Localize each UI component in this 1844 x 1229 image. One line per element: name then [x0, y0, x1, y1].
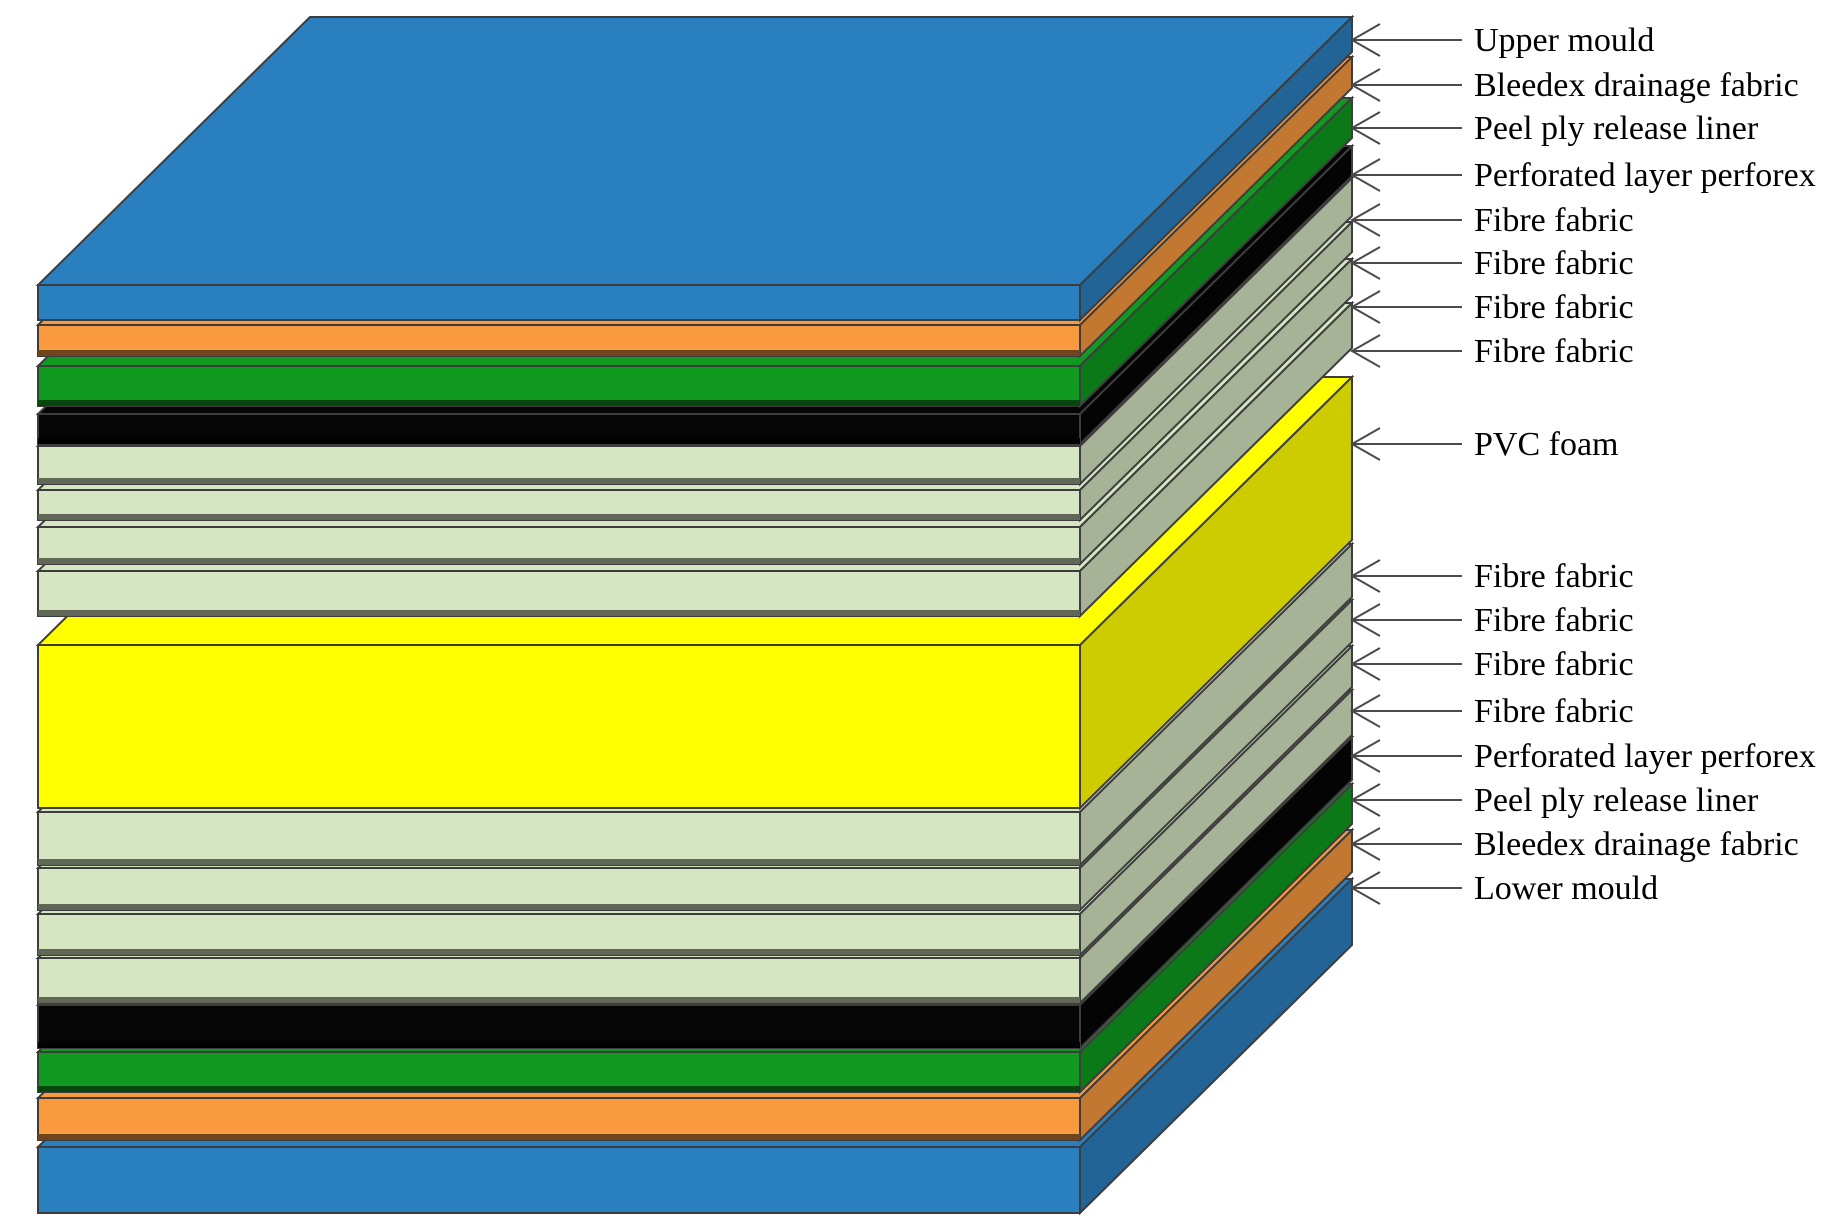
layer-fibre-top-4-edge — [38, 610, 1080, 616]
layer-label: Lower mould — [1474, 870, 1658, 907]
layer-fibre-top-1-front-face — [37, 445, 1081, 485]
layer-fibre-top-1-edge — [38, 478, 1080, 484]
layer-peel-ply-bottom-front-face — [37, 1051, 1081, 1093]
arrowhead-icon — [1349, 158, 1381, 192]
arrowhead-icon — [1349, 334, 1381, 368]
arrowhead-icon — [1349, 871, 1381, 905]
layer-peel-ply-top-edge — [38, 400, 1080, 406]
layer-fibre-bottom-3-front-face — [37, 913, 1081, 956]
layer-label: Peel ply release liner — [1474, 782, 1759, 819]
callout-lower-mould: Lower mould — [1349, 870, 1658, 907]
callout-fibre-top-4: Fibre fabric — [1349, 333, 1634, 370]
arrowhead-icon — [1349, 739, 1381, 773]
layer-lower-mould-front-face — [37, 1146, 1081, 1214]
arrowhead-icon — [1349, 203, 1381, 237]
layer-fibre-bottom-4-edge — [38, 997, 1080, 1003]
callout-upper-mould: Upper mould — [1349, 22, 1654, 59]
layer-bleedex-bottom-edge — [38, 1134, 1080, 1140]
callout-bleedex-top: Bleedex drainage fabric — [1349, 67, 1799, 104]
layer-fibre-bottom-1-edge — [38, 859, 1080, 865]
layer-fibre-bottom-3-edge — [38, 949, 1080, 955]
layer-perforated-top-edge — [38, 438, 1080, 444]
callout-fibre-top-2: Fibre fabric — [1349, 245, 1634, 282]
layer-label: Fibre fabric — [1474, 289, 1634, 326]
layer-label: Fibre fabric — [1474, 202, 1634, 239]
callout-peel-ply-top: Peel ply release liner — [1349, 110, 1759, 147]
arrowhead-icon — [1349, 246, 1381, 280]
callout-bleedex-bottom: Bleedex drainage fabric — [1349, 826, 1799, 863]
callout-fibre-bottom-3: Fibre fabric — [1349, 646, 1634, 683]
layer-pvc-foam-front-face — [37, 644, 1081, 809]
layer-label: Fibre fabric — [1474, 646, 1634, 683]
layer-fibre-top-2-edge — [38, 514, 1080, 520]
layer-fibre-top-4-front-face — [37, 570, 1081, 617]
callout-fibre-bottom-4: Fibre fabric — [1349, 693, 1634, 730]
layer-bleedex-top-edge — [38, 350, 1080, 356]
layer-peel-ply-top-front-face — [37, 365, 1081, 407]
callout-pvc-foam: PVC foam — [1349, 426, 1619, 463]
arrowhead-icon — [1349, 827, 1381, 861]
layer-fibre-top-3-front-face — [37, 526, 1081, 565]
layer-label: Fibre fabric — [1474, 693, 1634, 730]
callout-peel-ply-bottom: Peel ply release liner — [1349, 782, 1759, 819]
layer-stack — [35, 14, 1355, 1216]
layer-upper-mould-front-face — [37, 284, 1081, 321]
callout-fibre-bottom-1: Fibre fabric — [1349, 558, 1634, 595]
arrowhead-icon — [1349, 603, 1381, 637]
layer-fibre-bottom-2-edge — [38, 904, 1080, 910]
callout-fibre-top-1: Fibre fabric — [1349, 202, 1634, 239]
layer-label: Perforated layer perforex — [1474, 738, 1816, 775]
layer-label: PVC foam — [1474, 426, 1619, 463]
layer-label: Upper mould — [1474, 22, 1654, 59]
callout-fibre-bottom-2: Fibre fabric — [1349, 602, 1634, 639]
arrowhead-icon — [1349, 111, 1381, 145]
callout-perforated-bottom: Perforated layer perforex — [1349, 738, 1816, 775]
layer-label: Fibre fabric — [1474, 333, 1634, 370]
arrowhead-icon — [1349, 68, 1381, 102]
arrowhead-icon — [1349, 23, 1381, 57]
layer-peel-ply-bottom-edge — [38, 1086, 1080, 1092]
layer-upper-mould — [35, 14, 1355, 323]
arrowhead-icon — [1349, 647, 1381, 681]
layer-perforated-bottom-front-face — [37, 1004, 1081, 1049]
layer-label: Fibre fabric — [1474, 602, 1634, 639]
layer-fibre-bottom-2-front-face — [37, 867, 1081, 911]
layer-fibre-top-3-edge — [38, 558, 1080, 564]
layer-label: Fibre fabric — [1474, 245, 1634, 282]
layer-bleedex-bottom-front-face — [37, 1097, 1081, 1141]
arrowhead-icon — [1349, 427, 1381, 461]
layer-label: Fibre fabric — [1474, 558, 1634, 595]
arrowhead-icon — [1349, 559, 1381, 593]
layer-label: Bleedex drainage fabric — [1474, 826, 1799, 863]
callout-perforated-top: Perforated layer perforex — [1349, 157, 1816, 194]
layer-fibre-bottom-4-front-face — [37, 957, 1081, 1004]
layer-label: Bleedex drainage fabric — [1474, 67, 1799, 104]
layer-label: Perforated layer perforex — [1474, 157, 1816, 194]
callout-fibre-top-3: Fibre fabric — [1349, 289, 1634, 326]
arrowhead-icon — [1349, 783, 1381, 817]
layer-perforated-bottom-edge — [38, 1042, 1080, 1048]
layer-label: Peel ply release liner — [1474, 110, 1759, 147]
arrowhead-icon — [1349, 694, 1381, 728]
arrowhead-icon — [1349, 290, 1381, 324]
layer-fibre-bottom-1-front-face — [37, 811, 1081, 866]
